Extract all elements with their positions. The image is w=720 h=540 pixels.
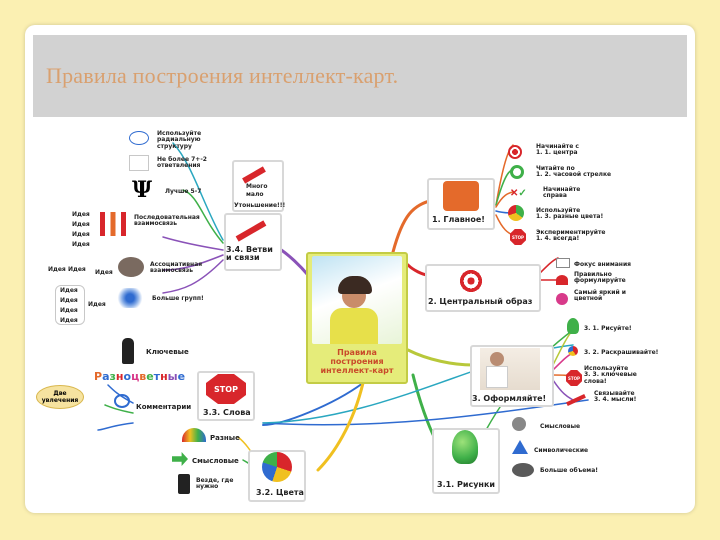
stop-icon: STOP xyxy=(206,374,246,404)
speech-icon xyxy=(114,394,130,408)
paint-tube-icon xyxy=(178,474,190,494)
idea-label: Идея xyxy=(60,287,78,294)
more-groups-label: Больше групп! xyxy=(152,295,204,302)
design-node-label: 3. Оформляйте! xyxy=(472,394,547,403)
hierarchy-icon xyxy=(129,155,149,171)
color-pie-small-icon xyxy=(508,205,524,221)
keywords-label: Ключевые xyxy=(146,348,189,356)
best-count-label: Лучше 5-7 xyxy=(165,188,202,195)
group-network-icon xyxy=(112,288,148,308)
thinner-sub: Много xyxy=(246,183,268,190)
title-band xyxy=(33,35,687,117)
lightbulb-green-icon xyxy=(452,430,478,464)
clock-arc-icon xyxy=(510,165,524,179)
focus-icon xyxy=(556,258,570,268)
idea-label: Идея xyxy=(72,211,90,218)
keyword-figure-icon xyxy=(122,338,134,364)
main-node-label: 1. Главное! xyxy=(432,215,485,224)
drawings-item-semantic: Смысловые xyxy=(540,423,581,430)
idea-label: Идея xyxy=(72,241,90,248)
colors-meaning-label: Смысловые xyxy=(192,457,239,465)
experiment-icon: STOP xyxy=(510,229,526,245)
words-node-label: 3.3. Слова xyxy=(203,408,251,417)
sketching-man-image xyxy=(480,348,540,390)
idea-bulb-icon xyxy=(443,181,479,211)
drawings-item-symbolic: Символические xyxy=(534,447,589,454)
idea-label: Идея xyxy=(60,317,78,324)
idea-label: Идея xyxy=(95,269,113,276)
slide-title: Правила построения интеллект-карт. xyxy=(46,63,399,88)
check-cross-icon: ✕✓ xyxy=(510,188,527,199)
central-image-branch-label: 2. Центральный образ xyxy=(428,297,533,306)
volume-pic-icon xyxy=(512,463,534,477)
idea-label: Идея xyxy=(60,297,78,304)
pie-small-icon xyxy=(568,346,578,356)
multicolor-label: Разноцветные xyxy=(94,370,186,383)
bright-icon xyxy=(556,293,568,305)
idea-label: Идея xyxy=(68,266,86,273)
stop-small-icon: STOP xyxy=(566,370,582,386)
drawings-item-volume: Больше объема! xyxy=(540,467,598,474)
brain-icon xyxy=(118,257,144,277)
central-image-branch-node xyxy=(425,264,541,312)
drawings-node-label: 3.1. Рисунки xyxy=(437,480,495,489)
idea-label: Идея xyxy=(72,231,90,238)
rainbow-icon xyxy=(182,428,206,442)
colors-node-label: 3.2. Цвета xyxy=(256,488,304,497)
idea-label: Идея xyxy=(48,266,66,273)
radial-structure-icon xyxy=(129,131,149,145)
target-icon xyxy=(508,145,522,159)
color-pie-icon xyxy=(262,452,292,482)
bulb-green-small-icon xyxy=(567,318,579,334)
thinner-label: Утоньшение!!! xyxy=(234,202,286,209)
heart-icon xyxy=(556,275,568,285)
idea-label: Идея xyxy=(88,301,106,308)
image-item-focus: Фокус внимания xyxy=(574,261,632,268)
psi-icon: Ψ xyxy=(129,178,155,202)
running-people-icon xyxy=(100,212,126,236)
semantic-pic-icon xyxy=(512,417,526,431)
design-item-paint: 3. 2. Раскрашивайте! xyxy=(584,349,659,356)
idea-label: Идея xyxy=(60,307,78,314)
branches-node xyxy=(224,213,282,271)
thinner-sub: мало xyxy=(246,191,264,198)
colors-different-label: Разные xyxy=(210,434,240,442)
target-dart-icon xyxy=(458,268,484,294)
comments-label: Комментарии xyxy=(136,403,192,411)
idea-label: Идея xyxy=(72,221,90,228)
thinking-girl-image xyxy=(312,256,402,344)
design-item-draw: 3. 1. Рисуйте! xyxy=(584,325,632,332)
idea-group-box xyxy=(55,285,85,325)
